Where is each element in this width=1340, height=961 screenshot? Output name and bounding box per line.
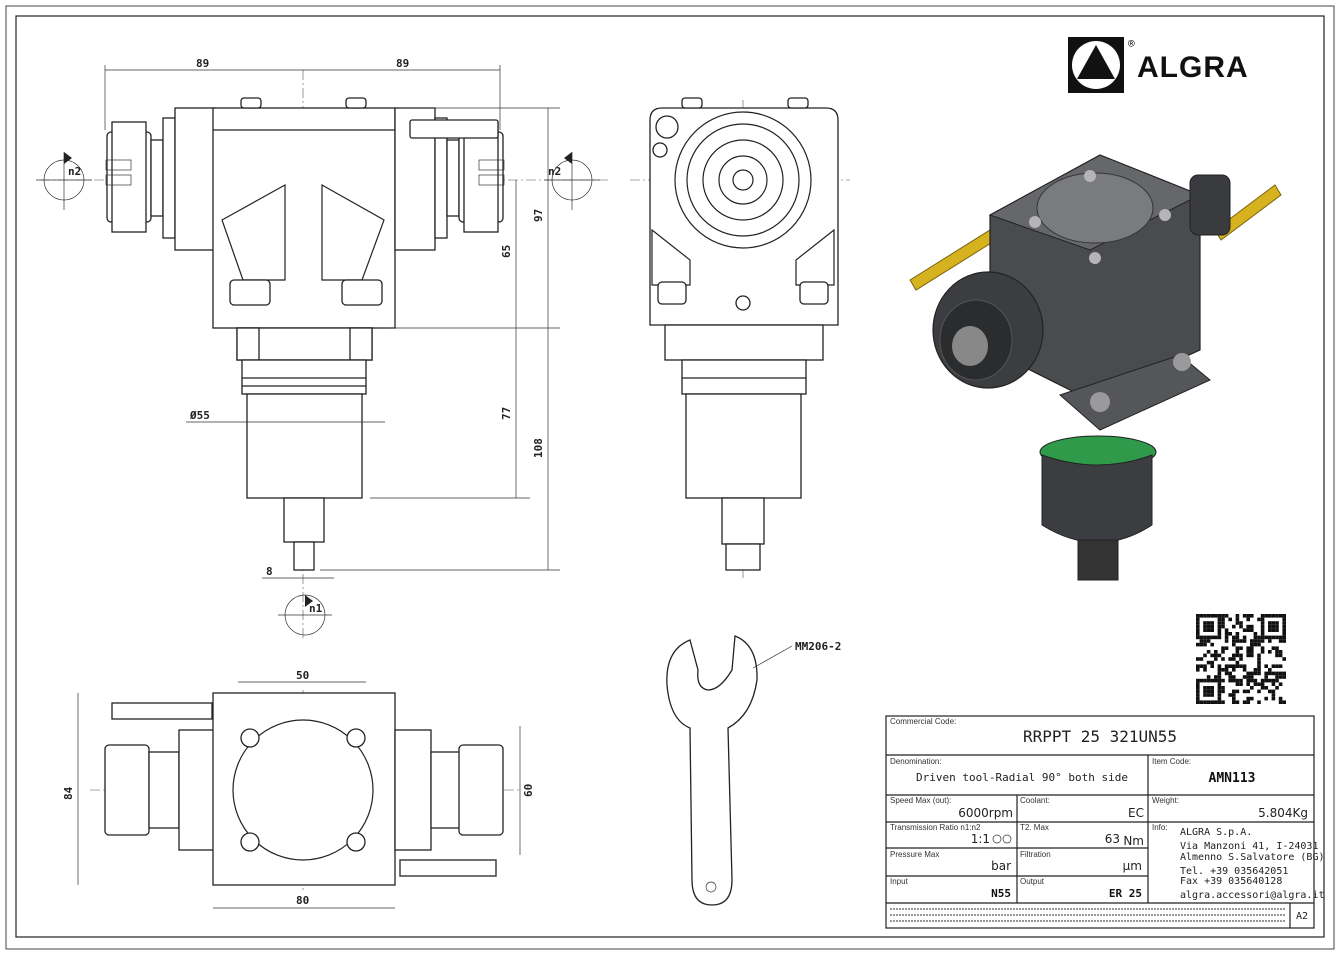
outer-border	[5, 5, 1335, 950]
rotation-n2-left-icon	[36, 152, 92, 210]
input-value: N55	[991, 887, 1011, 900]
rotation-n2-right-icon	[544, 152, 600, 210]
inner-border	[15, 15, 1325, 938]
address-line-1: Via Manzoni 41, I-24031	[1180, 841, 1318, 852]
ratio-label: Transmission Ratio n1:n2	[890, 823, 981, 832]
dim-89-right: 89	[396, 57, 409, 70]
isometric-render	[909, 154, 1282, 581]
commercial-code-label: Commercial Code:	[890, 717, 956, 726]
commercial-code: RRPPT 25 321UN55	[1023, 727, 1177, 746]
info-label: Info:	[1152, 823, 1168, 832]
front-view: 89 89 97 65 77 108 Ø55 8 n2 n2	[36, 57, 610, 640]
speed-label: Speed Max (out):	[890, 796, 951, 805]
input-label: Input	[890, 877, 909, 886]
address-line-2: Almenno S.Salvatore (BG)	[1180, 852, 1325, 863]
item-code-label: Item Code:	[1152, 757, 1191, 766]
dim-diameter-55: Ø55	[189, 409, 210, 422]
rotation-n1-icon	[278, 594, 332, 636]
output-label: Output	[1020, 877, 1045, 886]
wrench-code: MM206-2	[795, 640, 841, 653]
rotation-direction-icons	[992, 834, 1012, 844]
output-value: ER 25	[1109, 887, 1142, 900]
coolant-label: Coolant:	[1020, 796, 1050, 805]
dim-97: 97	[532, 209, 545, 222]
denomination: Driven tool-Radial 90° both side	[916, 771, 1128, 784]
denomination-label: Denomination:	[890, 757, 942, 766]
company-name: ALGRA S.p.A.	[1180, 827, 1252, 838]
wrench-drawing: MM206-2	[666, 635, 841, 906]
dim-65: 65	[500, 245, 513, 258]
speed-value: 6000rpm	[958, 806, 1013, 820]
dim-80: 80	[296, 894, 309, 907]
torque-unit: Nm	[1123, 834, 1144, 848]
ratio-value: 1:1	[971, 832, 990, 846]
email: algra.accessori@algra.it	[1180, 890, 1325, 901]
label-n2-right: n2	[548, 165, 561, 178]
dim-77: 77	[500, 407, 513, 420]
pressure-value: bar	[991, 859, 1011, 873]
filtration-value: µm	[1123, 859, 1142, 873]
dim-50: 50	[296, 669, 309, 682]
fax: Fax +39 035640128	[1180, 876, 1282, 887]
item-code: AMN113	[1209, 771, 1256, 786]
title-block: Commercial Code: RRPPT 25 321UN55 Denomi…	[885, 715, 1325, 929]
bottom-view: 50 84 60 80	[62, 669, 535, 909]
weight-label: Weight:	[1152, 796, 1179, 805]
label-n2-left: n2	[68, 165, 81, 178]
torque-label: T2. Max	[1020, 823, 1049, 832]
coolant-value: EC	[1128, 806, 1144, 820]
label-n1: n1	[309, 602, 323, 615]
filtration-label: Filtration	[1020, 850, 1051, 859]
side-view	[630, 97, 850, 580]
torque-value: 63	[1105, 832, 1120, 846]
dim-108: 108	[532, 438, 545, 458]
dim-60: 60	[522, 784, 535, 797]
dim-84: 84	[62, 786, 75, 800]
logo-wordmark: ALGRA	[1137, 51, 1249, 84]
algra-logo: ® ALGRA	[1068, 37, 1249, 93]
telephone: Tel. +39 035642051	[1180, 866, 1288, 877]
pressure-label: Pressure Max	[890, 850, 939, 859]
registered-mark: ®	[1128, 37, 1135, 50]
dim-89-left: 89	[196, 57, 209, 70]
weight-value: 5.804Kg	[1258, 806, 1308, 820]
sheet-size: A2	[1296, 911, 1308, 922]
dim-8: 8	[266, 565, 273, 578]
qr-code-icon	[1196, 614, 1286, 704]
